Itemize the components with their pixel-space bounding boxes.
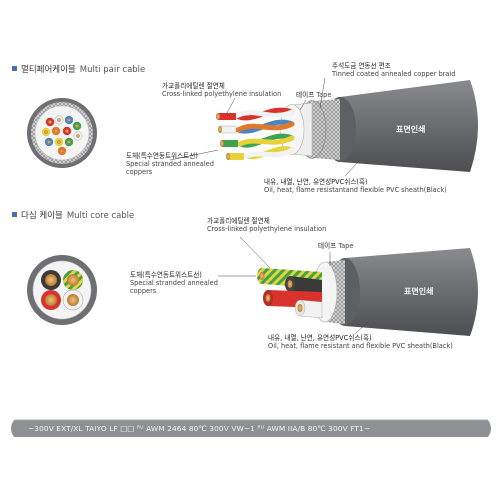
pair-cores [41,115,83,156]
mc-insulation-label: 가교폴리에틸렌 절연체 Cross-linked polyethylene in… [207,217,327,234]
cable-print-strip [11,419,491,437]
mp-sheath-label: 내유, 내열, 난연, 유연성PVC쉬스(흑) Oil, heat, flame… [264,178,447,195]
mc-sheath-label: 내유, 내열, 난연, 유연성PVC쉬스(흑) Oil, heat, flame… [268,334,453,351]
section-marker-icon [12,66,17,71]
multi-core-cross-section [27,255,97,325]
multi-core-side-view [218,236,478,336]
multi-pair-side-view [169,77,478,177]
mp-conductor-label: 도체(특수연동트위스트선) Special stranded annealed … [126,152,214,177]
section-marker-icon [12,212,17,217]
mp-surface-print: 표면인쇄 [396,125,426,134]
core-ends [216,113,244,160]
insulated-cores [257,268,323,319]
mp-insulation-label: 가교폴리에틸렌 절연체 Cross-linked polyethylene in… [162,82,282,99]
mc-surface-print: 표면인쇄 [404,287,434,296]
multi-core-leader-lines [218,236,369,335]
multi-pair-leader-lines [169,77,361,177]
strip-print-text: −300V EXT/XL TAIYO LF □□ ᴿᵁ AWM 2464 80℃… [28,424,371,433]
braid-label: 주석도금 연동선 편조 Tinned coated annealed coppe… [332,62,456,79]
twisted-pairs [233,107,295,160]
multi-pair-cross-section [27,98,97,168]
mc-conductor-label: 도체(특수연동트위스트선) Special stranded annealed … [130,271,218,296]
